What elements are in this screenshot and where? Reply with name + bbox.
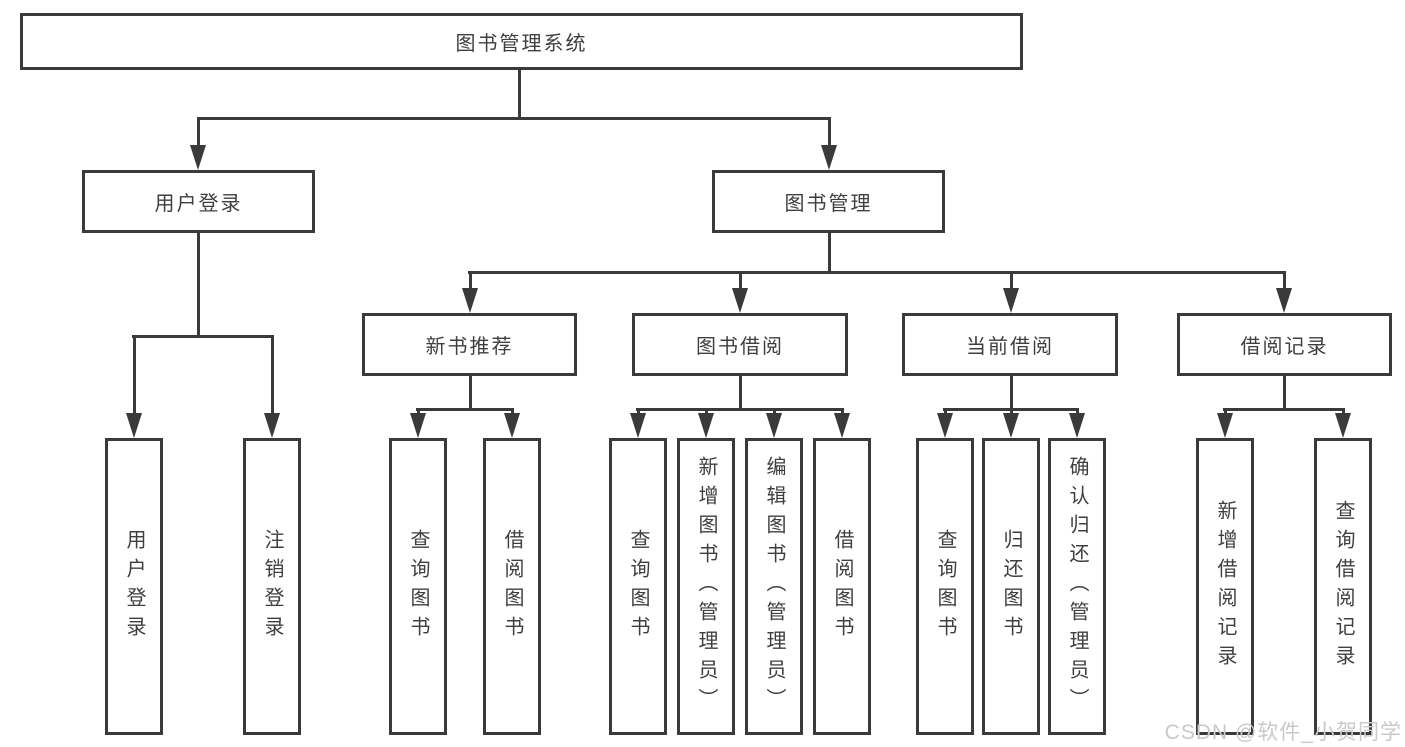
arrow-down-icon [821,145,837,170]
arrow-down-icon [698,413,714,438]
arrow-down-icon [126,413,142,438]
connector-vline [1009,271,1013,291]
arrow-down-icon [834,413,850,438]
leaf-logout: 注销登录 [243,438,301,735]
arrow-down-icon [504,413,520,438]
connector-vline [468,376,472,411]
leaf-query-books-borrow: 查询图书 [609,438,667,735]
connector-hline [132,335,274,338]
leaf-return-book: 归还图书 [982,438,1040,735]
connector-hline [197,117,830,120]
connector-vline [827,117,831,148]
arrow-down-icon [1217,413,1233,438]
arrow-down-icon [410,413,426,438]
connector-vline [468,271,472,291]
leaf-query-borrow-record: 查询借阅记录 [1314,438,1372,735]
connector-vline [1075,408,1079,416]
arrow-down-icon [937,413,953,438]
leaf-edit-book-admin: 编辑图书（管理员） [745,438,803,735]
connector-vline [196,117,200,148]
connector-vline [943,408,947,416]
leaf-user-login: 用户登录 [105,438,163,735]
connector-vline [510,408,514,416]
connector-hline [636,408,844,411]
leaf-confirm-return-admin: 确认归还（管理员） [1048,438,1106,735]
connector-hline [1223,408,1345,411]
leaf-borrow-books: 借阅图书 [813,438,871,735]
leaf-add-borrow-record: 新增借阅记录 [1196,438,1254,735]
arrow-down-icon [190,145,206,170]
connector-vline [1223,408,1227,416]
arrow-down-icon [766,413,782,438]
connector-vline [1282,271,1286,291]
arrow-down-icon [264,413,280,438]
node-borrow-records: 借阅记录 [1177,313,1392,376]
connector-vline [738,376,742,411]
arrow-down-icon [1003,288,1019,313]
connector-vline [1341,408,1345,416]
node-new-book-recommend: 新书推荐 [362,313,577,376]
connector-vline [840,408,844,416]
connector-hline [468,271,1286,274]
arrow-down-icon [1003,413,1019,438]
node-current-borrow: 当前借阅 [902,313,1118,376]
arrow-down-icon [1335,413,1351,438]
connector-hline [416,408,514,411]
connector-vline [704,408,708,416]
connector-vline [416,408,420,416]
connector-vline [772,408,776,416]
node-user-login: 用户登录 [82,170,315,233]
node-book-borrow: 图书借阅 [632,313,848,376]
connector-vline [518,68,521,120]
connector-vline [636,408,640,416]
connector-vline [196,233,200,338]
node-library-system: 图书管理系统 [20,13,1023,70]
arrow-down-icon [462,288,478,313]
leaf-borrow-books-recommend: 借阅图书 [483,438,541,735]
leaf-query-books-recommend: 查询图书 [389,438,447,735]
connector-vline [270,335,274,416]
arrow-down-icon [1069,413,1085,438]
arrow-down-icon [1276,288,1292,313]
connector-vline [1009,408,1013,416]
arrow-down-icon [630,413,646,438]
csdn-watermark: CSDN @软件_小贺同学 [1164,721,1402,744]
arrow-down-icon [732,288,748,313]
connector-vline [827,233,831,274]
connector-vline [1009,376,1013,411]
leaf-query-books-current: 查询图书 [916,438,974,735]
connector-vline [1283,376,1286,411]
connector-vline [738,271,742,291]
connector-vline [132,335,136,416]
node-book-management: 图书管理 [712,170,945,233]
leaf-add-book-admin: 新增图书（管理员） [677,438,735,735]
